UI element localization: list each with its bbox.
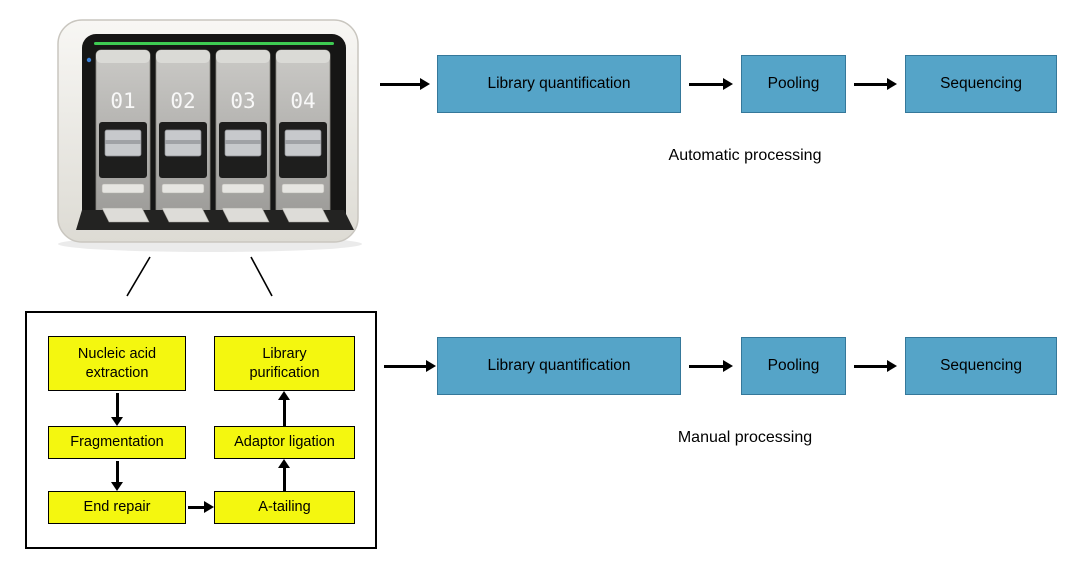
- flow-box-label: Library quantification: [487, 74, 631, 92]
- instrument-module-3: 03: [215, 49, 271, 223]
- flow-box-label: Pooling: [767, 74, 820, 92]
- instrument-to-box-connectors: [126, 256, 273, 297]
- arrow-instrument-to-quantification: [380, 83, 420, 86]
- manual-processing-caption: Manual processing: [677, 429, 813, 446]
- automatic-processing-caption: Automatic processing: [668, 147, 822, 164]
- arrow-ligation-to-purification: [283, 400, 286, 426]
- flow-box-label: Library quantification: [487, 356, 631, 374]
- step-label: A-tailing: [258, 499, 311, 516]
- module-number-display: 02: [170, 89, 195, 113]
- flow-box-library-quantification-auto: Library quantification: [437, 55, 681, 113]
- arrow-quantification-to-pooling-auto: [689, 83, 723, 86]
- flow-box-pooling-manual: Pooling: [741, 337, 846, 395]
- flow-box-library-quantification-manual: Library quantification: [437, 337, 681, 395]
- flow-box-label: Pooling: [767, 356, 820, 374]
- tube-strip-3: [221, 207, 270, 223]
- flow-box-label: Sequencing: [940, 74, 1022, 92]
- arrow-quantification-to-pooling-manual: [689, 365, 723, 368]
- arrow-pooling-to-sequencing-auto: [854, 83, 887, 86]
- arrow-pooling-to-sequencing-manual: [854, 365, 887, 368]
- step-box-end-repair: End repair: [48, 491, 186, 524]
- module-number-display: 01: [110, 89, 135, 113]
- tube-strip-2: [161, 207, 210, 223]
- arrow-manual-box-to-quantification: [384, 365, 426, 368]
- step-box-a-tailing: A-tailing: [214, 491, 355, 524]
- module-number-display: 04: [290, 89, 315, 113]
- step-box-nucleic-acid-extraction: Nucleic acid extraction: [48, 336, 186, 391]
- step-box-library-purification: Library purification: [214, 336, 355, 391]
- step-label: Adaptor ligation: [234, 434, 335, 451]
- arrow-fragmentation-to-end-repair: [116, 461, 119, 482]
- instrument-module-4: 04: [275, 49, 331, 223]
- step-label: Fragmentation: [70, 434, 164, 451]
- tube-strip-4: [281, 207, 330, 223]
- flow-box-sequencing-auto: Sequencing: [905, 55, 1057, 113]
- step-label: End repair: [83, 499, 151, 516]
- step-box-fragmentation: Fragmentation: [48, 426, 186, 459]
- step-box-adaptor-ligation: Adaptor ligation: [214, 426, 355, 459]
- instrument-led-strip: [94, 42, 334, 45]
- manual-workflow-box: Nucleic acid extraction Library purifica…: [25, 311, 377, 549]
- arrow-end-repair-to-a-tailing: [188, 506, 204, 509]
- instrument-module-2: 02: [155, 49, 211, 223]
- instrument-photo: 01 02 03 04: [57, 19, 362, 252]
- module-number-display: 03: [230, 89, 255, 113]
- instrument-module-1: 01: [95, 49, 151, 223]
- flow-box-label: Sequencing: [940, 356, 1022, 374]
- step-label: Library purification: [249, 346, 320, 381]
- connector-line-left: [126, 256, 151, 297]
- arrow-extraction-to-fragmentation: [116, 393, 119, 417]
- instrument-power-led: [86, 57, 92, 63]
- arrow-a-tailing-to-ligation: [283, 468, 286, 491]
- step-label: Nucleic acid extraction: [77, 346, 157, 381]
- tube-strip-1: [101, 207, 150, 223]
- flow-box-sequencing-manual: Sequencing: [905, 337, 1057, 395]
- connector-line-right: [250, 256, 273, 297]
- flow-box-pooling-auto: Pooling: [741, 55, 846, 113]
